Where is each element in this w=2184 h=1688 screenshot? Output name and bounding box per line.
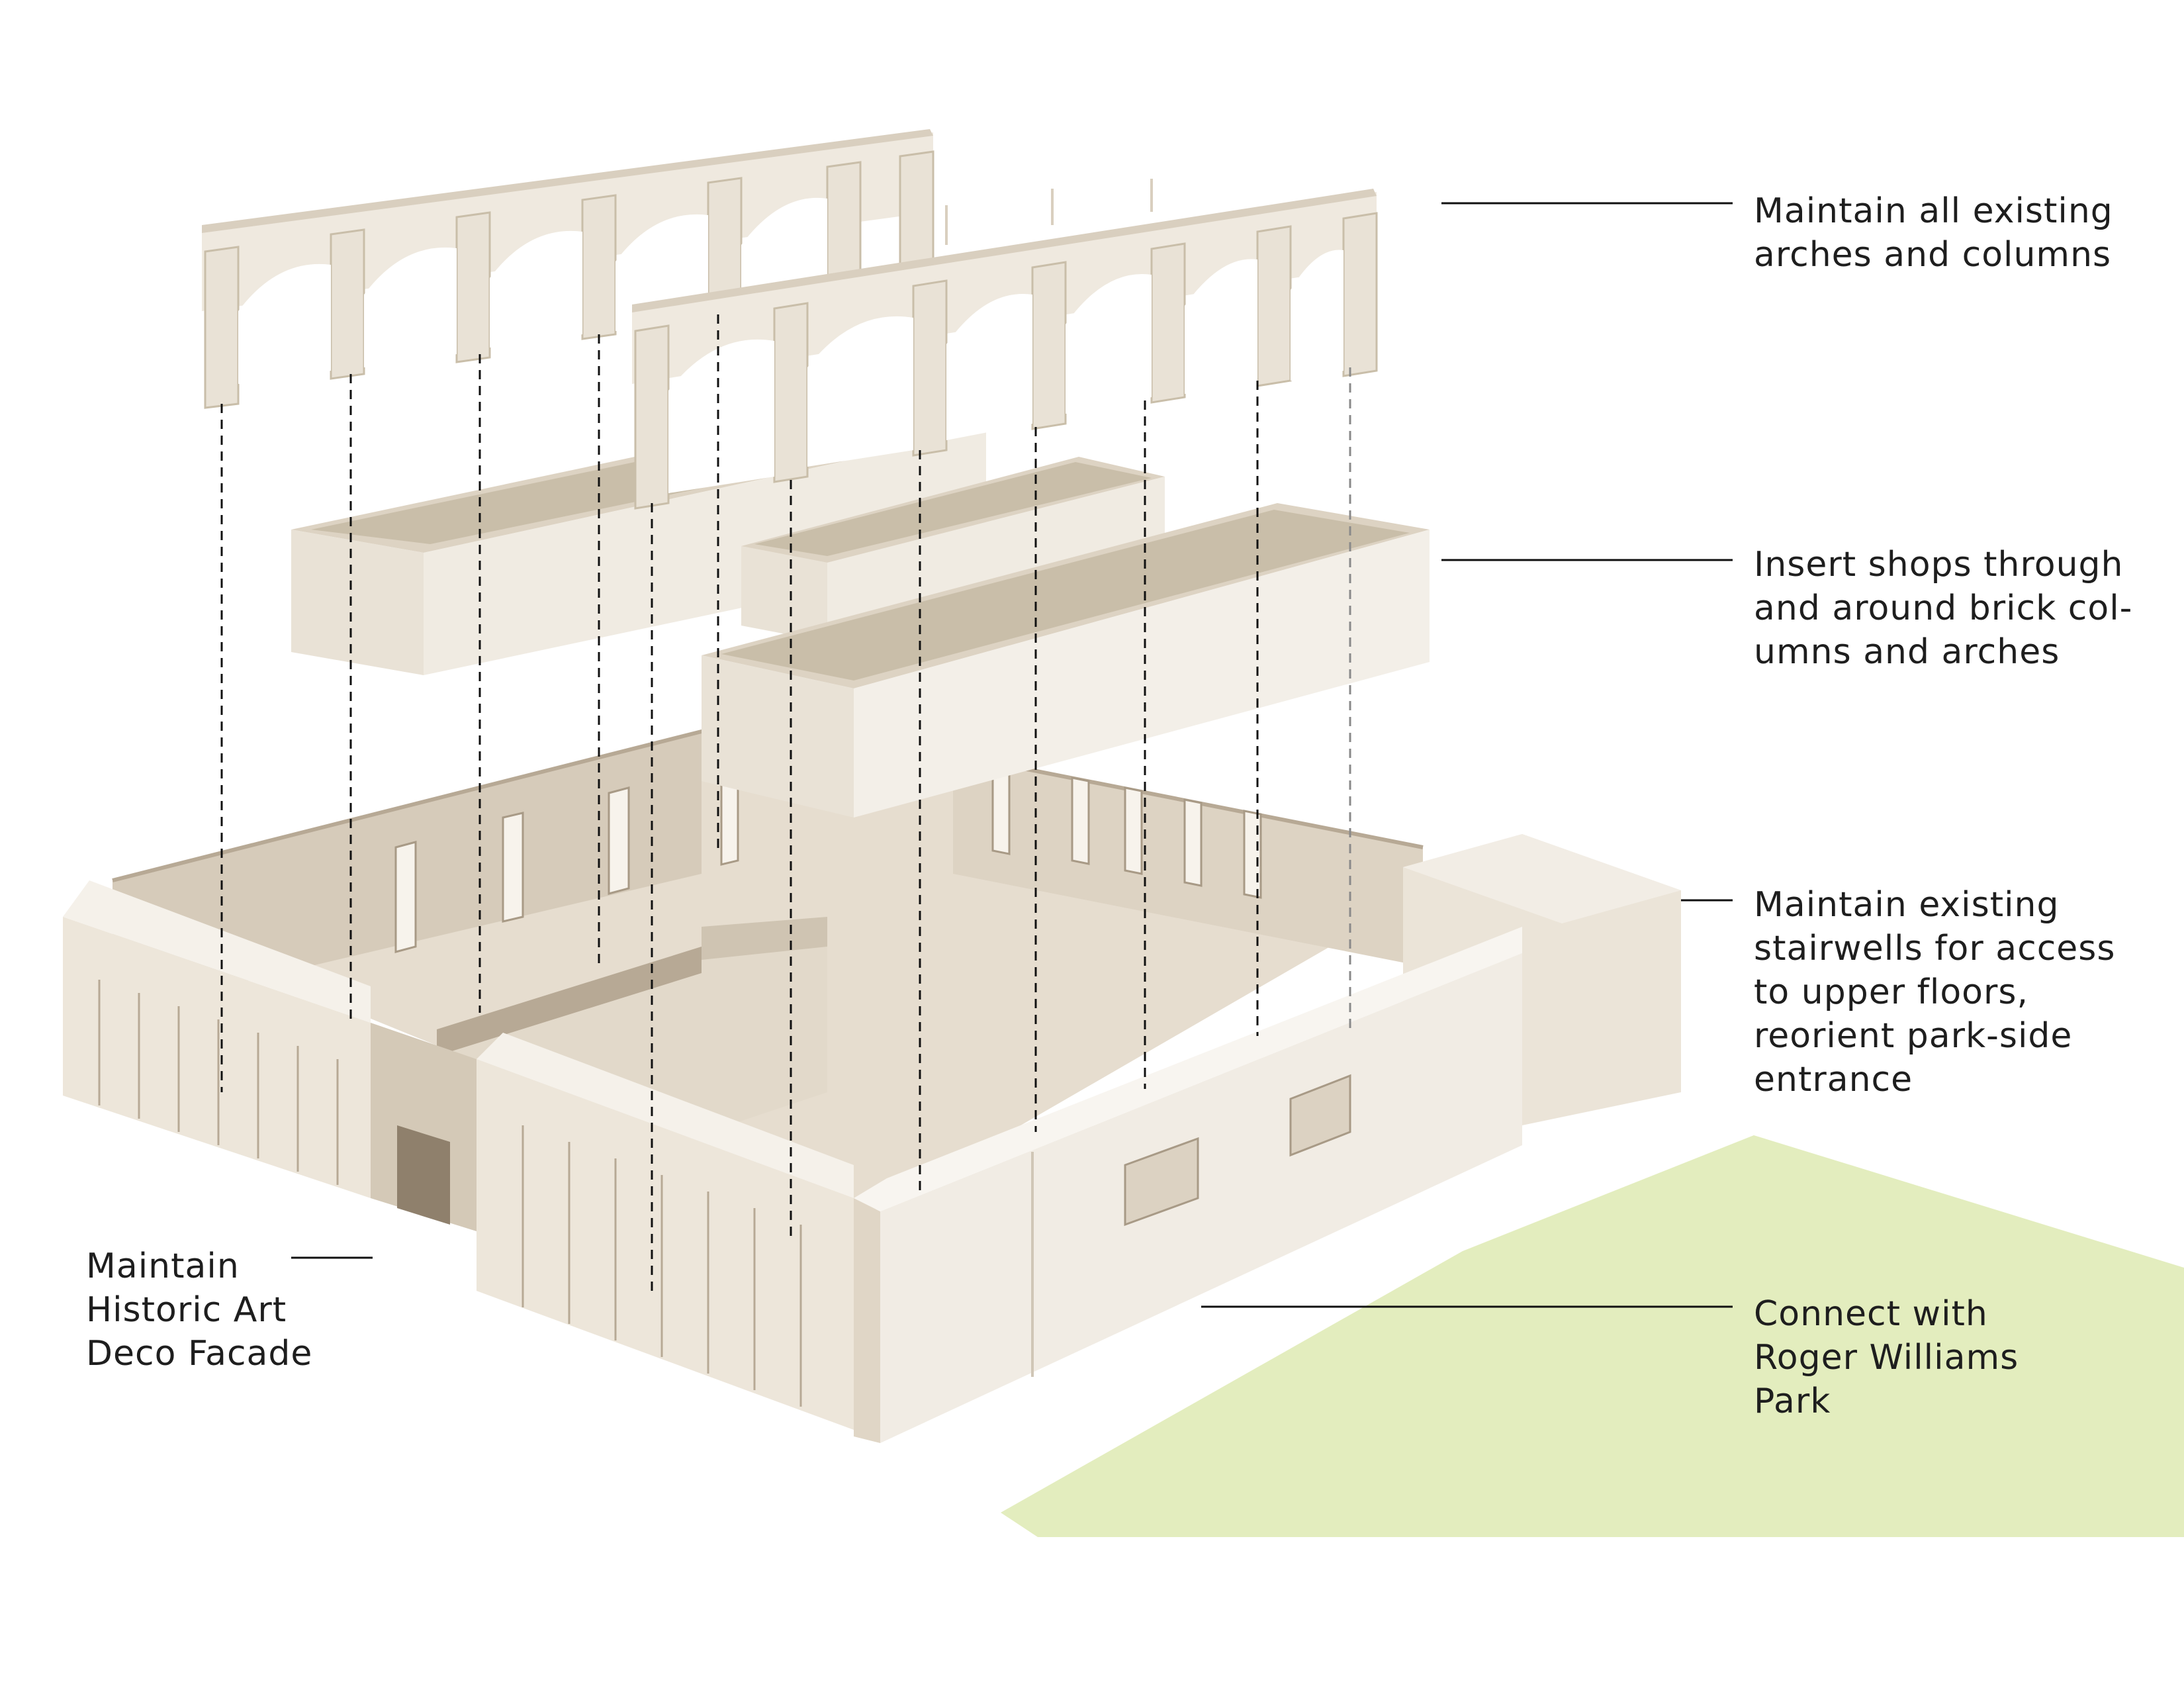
annotation-park: Connect with Roger Williams Park	[1754, 1292, 2019, 1423]
annotation-line: to upper floors,	[1754, 970, 2115, 1014]
arch-column	[582, 195, 615, 339]
window	[1125, 788, 1142, 874]
arch-column	[913, 281, 946, 455]
arch-column	[774, 303, 807, 482]
annotation-line: Historic Art	[86, 1288, 312, 1332]
shop-boxes	[291, 410, 1430, 818]
arch-column	[205, 247, 238, 408]
annotation-shops: Insert shops through and around brick co…	[1754, 543, 2132, 674]
annotation-line: Park	[1754, 1380, 2019, 1423]
annotation-facade: Maintain Historic Art Deco Facade	[86, 1244, 312, 1376]
corner-tower	[854, 1198, 880, 1443]
annotation-stairwells: Maintain existing stairwells for access …	[1754, 883, 2115, 1102]
arch-column	[1257, 226, 1291, 386]
arch-column	[457, 212, 490, 362]
window	[1244, 811, 1261, 898]
annotation-line: Insert shops through	[1754, 543, 2132, 586]
annotation-line: Deco Facade	[86, 1332, 312, 1376]
annotation-line: Maintain existing	[1754, 883, 2115, 927]
annotation-line: Roger Williams	[1754, 1336, 2019, 1380]
window	[396, 842, 416, 952]
annotation-line: Maintain	[86, 1244, 312, 1288]
arch-column	[635, 326, 668, 508]
window	[609, 788, 629, 894]
arch-column	[1032, 262, 1066, 429]
arch-column	[1152, 244, 1185, 402]
annotation-line: reorient park-side	[1754, 1014, 2115, 1058]
annotation-line: and around brick col-	[1754, 586, 2132, 630]
annotation-line: arches and columns	[1754, 233, 2113, 277]
arch-column	[1343, 213, 1377, 376]
window	[1072, 778, 1089, 864]
annotation-line: entrance	[1754, 1058, 2115, 1102]
annotation-line: stairwells for access	[1754, 927, 2115, 970]
window	[503, 813, 523, 921]
window	[1185, 800, 1201, 886]
annotation-arches: Maintain all existing arches and columns	[1754, 189, 2113, 277]
annotation-line: Connect with	[1754, 1292, 2019, 1336]
annotation-line: umns and arches	[1754, 630, 2132, 674]
arch-column	[331, 230, 364, 379]
annotation-line: Maintain all existing	[1754, 189, 2113, 233]
